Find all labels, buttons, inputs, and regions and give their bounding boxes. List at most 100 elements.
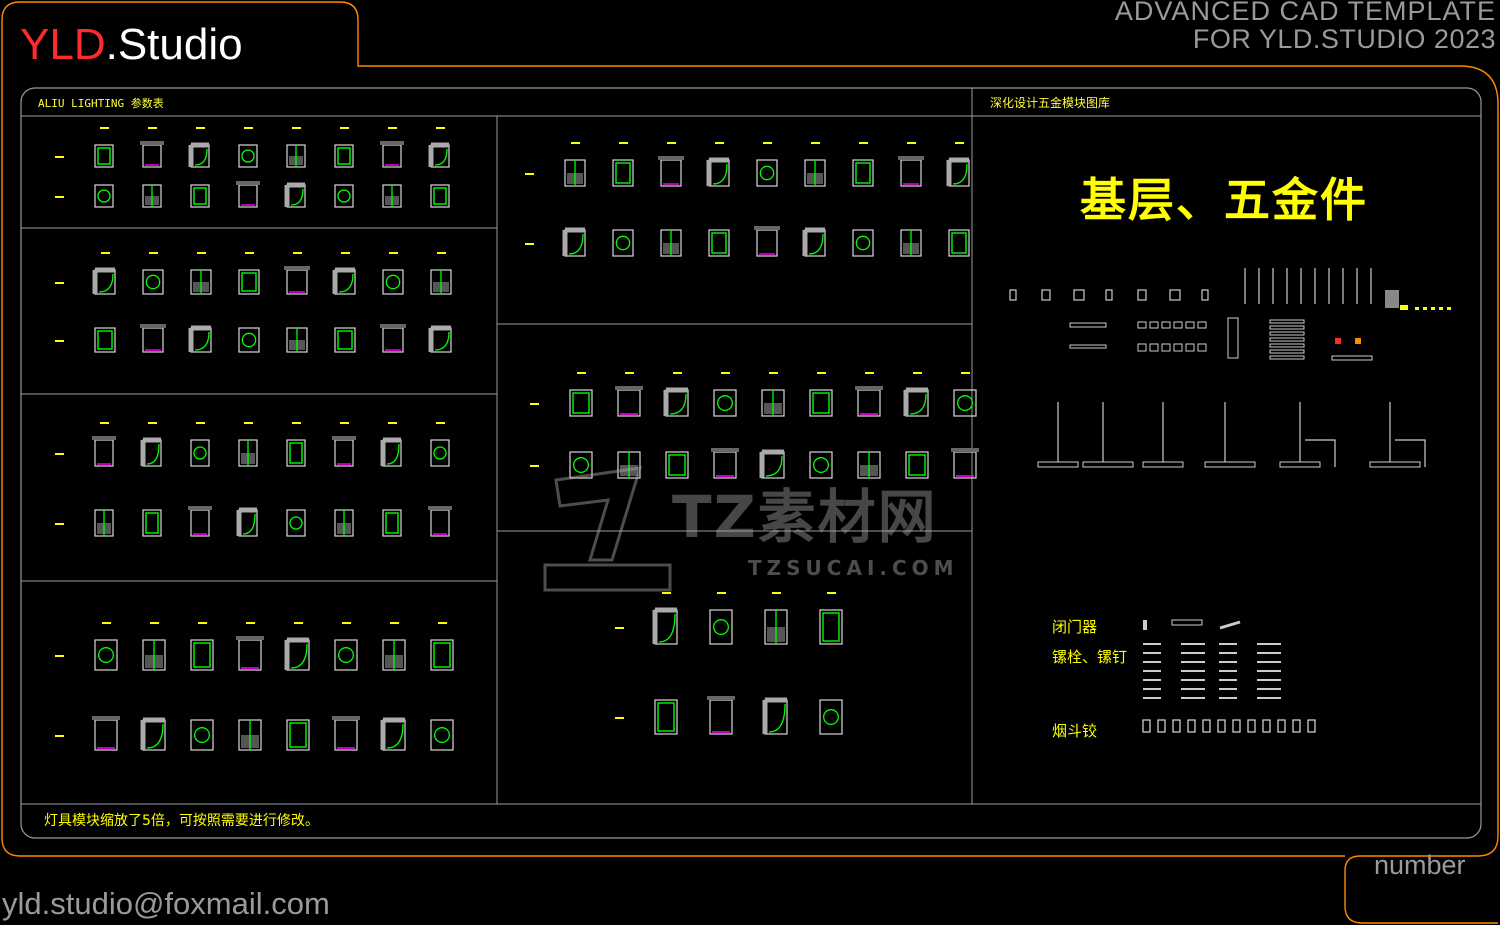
cad-block <box>92 436 116 440</box>
cad-block <box>562 227 585 256</box>
cad-block <box>332 267 355 294</box>
cad-block <box>284 637 309 670</box>
cad-block <box>337 189 351 203</box>
cad-block <box>951 232 967 254</box>
cad-block <box>380 324 406 328</box>
hardware-part <box>1009 289 1017 301</box>
cad-block <box>809 389 833 417</box>
cad-block <box>762 697 787 734</box>
tag-mark <box>865 372 874 374</box>
cad-block <box>238 269 260 295</box>
cad-block <box>569 451 593 479</box>
cad-block <box>759 449 784 478</box>
tag-mark <box>859 142 868 144</box>
hinge-part <box>1172 719 1181 733</box>
cad-block <box>951 448 979 452</box>
hardware-part <box>1439 307 1443 310</box>
hardware-part <box>1137 289 1147 301</box>
bolt-part <box>1143 670 1161 672</box>
cad-block <box>652 607 677 644</box>
cad-block <box>382 509 402 537</box>
cad-block <box>909 393 927 415</box>
tag-mark <box>294 622 303 624</box>
cad-block <box>188 325 211 352</box>
door-closer-part <box>1171 619 1203 626</box>
hardware-part <box>1149 343 1159 352</box>
cad-block <box>809 451 833 479</box>
tag-mark <box>436 422 445 424</box>
cad-block <box>284 266 310 270</box>
door-closer-part <box>1219 620 1241 630</box>
hinge-part <box>1142 719 1151 733</box>
cad-block <box>142 269 164 295</box>
bolt-part <box>1181 697 1205 699</box>
bolt-part <box>1257 652 1281 654</box>
cad-block <box>190 439 210 467</box>
cad-block <box>146 723 164 749</box>
cad-block <box>190 719 214 751</box>
hardware-part <box>1335 338 1341 344</box>
cad-block <box>241 149 255 163</box>
hardware-part <box>1161 343 1171 352</box>
cad-block <box>433 187 447 205</box>
hardware-part <box>1385 290 1399 308</box>
hardware-part <box>1269 331 1305 336</box>
tag-mark <box>436 127 445 129</box>
brand-prefix: YLD <box>20 20 106 69</box>
tag-mark <box>292 422 301 424</box>
tag-mark <box>55 156 64 158</box>
cad-block <box>568 233 584 255</box>
cad-block <box>382 144 402 168</box>
tag-mark <box>913 372 922 374</box>
bolt-part <box>1257 643 1281 645</box>
cad-block <box>236 636 264 640</box>
cad-block <box>286 509 306 537</box>
cad-block <box>380 437 401 466</box>
bolt-part <box>1219 652 1237 654</box>
cad-block <box>669 393 687 415</box>
cad-block <box>241 332 257 348</box>
cad-block <box>382 269 404 295</box>
cad-block <box>713 619 729 635</box>
cad-block <box>92 716 120 720</box>
cad-block <box>430 184 450 208</box>
tag-mark <box>525 173 534 175</box>
cad-block <box>140 141 164 145</box>
hardware-part <box>1185 321 1195 329</box>
hanger-base <box>1279 461 1321 468</box>
bolt-part <box>1257 670 1281 672</box>
hardware-part <box>1269 343 1305 348</box>
cad-block <box>433 642 451 668</box>
hardware-part <box>1269 355 1305 360</box>
tag-mark <box>615 627 624 629</box>
cad-block <box>94 719 118 751</box>
hardware-blocks <box>1009 268 1451 733</box>
tag-mark <box>530 403 539 405</box>
tag-mark <box>55 196 64 198</box>
tag-mark <box>525 243 534 245</box>
cad-block <box>855 235 871 251</box>
cad-block <box>332 716 360 720</box>
cad-block <box>332 436 356 440</box>
tag-mark <box>196 422 205 424</box>
cad-block <box>433 446 447 460</box>
cad-block <box>289 722 307 748</box>
hardware-part <box>1447 307 1451 310</box>
tag-mark <box>293 252 302 254</box>
tag-mark <box>615 717 624 719</box>
tag-mark <box>341 252 350 254</box>
hardware-part <box>1069 344 1107 349</box>
tag-mark <box>100 127 109 129</box>
cad-block <box>334 327 356 353</box>
tag-mark <box>390 622 399 624</box>
bolt-part <box>1257 688 1281 690</box>
cad-block <box>190 509 210 537</box>
cad-block <box>145 274 161 290</box>
hinge-part <box>1307 719 1316 733</box>
hanger-base <box>1082 461 1134 468</box>
label-bolts-screws: 镙栓、镙钉 <box>1052 648 1128 666</box>
cad-block <box>337 147 351 165</box>
lighting-blocks-panel-3 <box>55 422 452 537</box>
cad-block <box>663 387 688 416</box>
